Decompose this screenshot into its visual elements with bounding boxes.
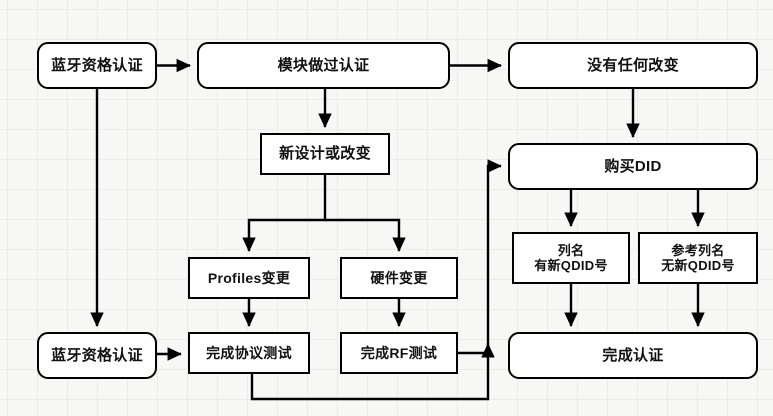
node-label: 硬件变更 <box>370 269 428 286</box>
node-label: 新设计或改变 <box>279 145 371 163</box>
node-new-design-or-change[interactable]: 新设计或改变 <box>260 133 390 175</box>
node-profiles-change[interactable]: Profiles变更 <box>188 257 310 299</box>
edge-new-design-to-profiles-change <box>242 175 327 252</box>
node-listed-new-qdid[interactable]: 列名 有新QDID号 <box>512 232 630 284</box>
node-label: 蓝牙资格认证 <box>51 346 143 364</box>
node-label: 购买DID <box>604 157 662 175</box>
node-label: 模块做过认证 <box>277 56 370 74</box>
node-hardware-change[interactable]: 硬件变更 <box>340 257 458 299</box>
node-label: 没有任何改变 <box>587 56 679 74</box>
node-finish-protocol-test[interactable]: 完成协议测试 <box>188 332 310 374</box>
node-no-change[interactable]: 没有任何改变 <box>508 42 758 89</box>
node-label: 蓝牙资格认证 <box>51 56 143 74</box>
edge-finish-rf-test-to-buy-did <box>458 343 495 358</box>
node-bt-qual-top[interactable]: 蓝牙资格认证 <box>37 42 157 89</box>
node-finish-rf-test[interactable]: 完成RF测试 <box>340 332 458 374</box>
node-label: Profiles变更 <box>207 269 291 286</box>
node-label: 参考列名 无新QDID号 <box>661 242 735 273</box>
node-label: 完成协议测试 <box>206 344 292 361</box>
node-label: 列名 有新QDID号 <box>534 242 608 273</box>
node-bt-qual-bottom[interactable]: 蓝牙资格认证 <box>37 332 157 379</box>
node-reference-no-new-qdid[interactable]: 参考列名 无新QDID号 <box>638 232 758 284</box>
node-module-certified[interactable]: 模块做过认证 <box>197 42 450 89</box>
node-label: 完成RF测试 <box>360 344 438 361</box>
edge-new-design-to-hardware-change <box>325 218 406 252</box>
node-buy-did[interactable]: 购买DID <box>508 143 758 190</box>
node-label: 完成认证 <box>602 346 664 364</box>
node-finish-certification[interactable]: 完成认证 <box>508 332 758 379</box>
